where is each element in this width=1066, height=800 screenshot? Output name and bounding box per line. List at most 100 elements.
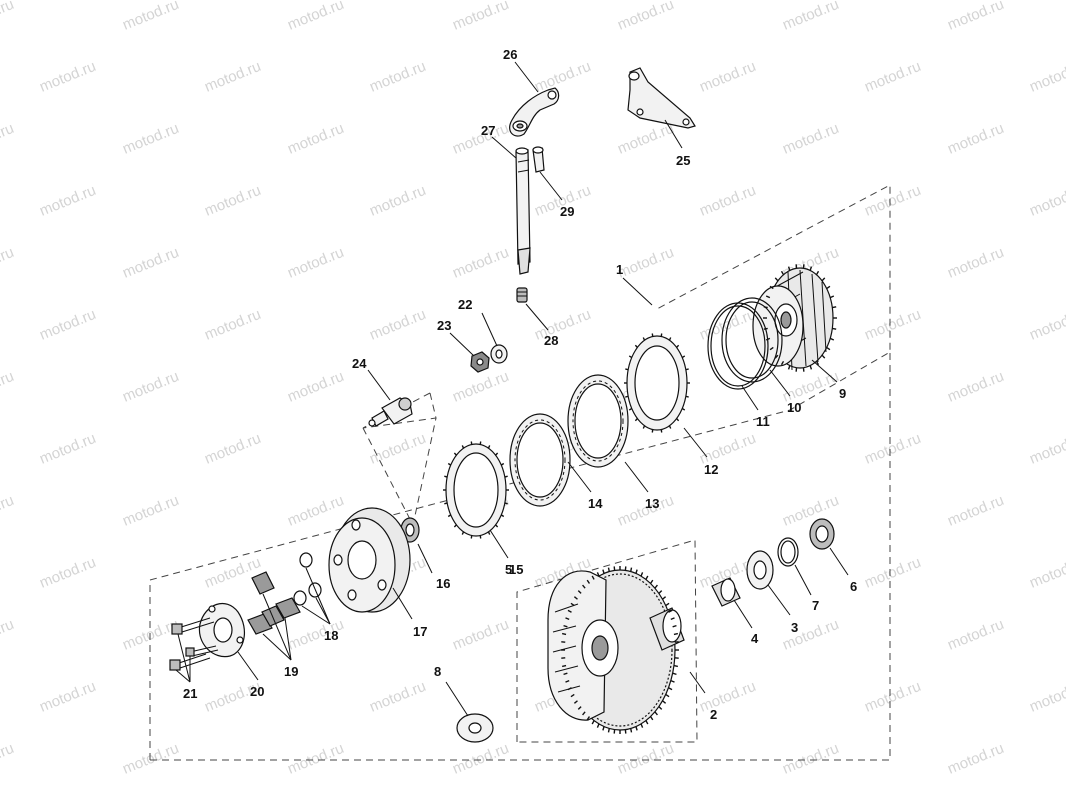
plate12-tabs-tooth	[634, 418, 638, 422]
watermark-text: motod.ru	[367, 58, 428, 96]
basket-gear-teeth-tooth	[654, 584, 658, 589]
plate12-tabs-tooth	[685, 395, 689, 398]
basket-gear-teeth-tooth	[570, 693, 575, 698]
callout-9: 9	[839, 386, 846, 401]
hub-spline-teeth-tooth	[821, 277, 826, 282]
thrust-washer	[746, 550, 774, 590]
watermark-text: motod.ru	[697, 678, 758, 716]
pressure-plate	[328, 507, 411, 613]
spring-ring	[721, 297, 783, 383]
large-washer	[456, 713, 494, 743]
plate15-tabs-tooth	[487, 445, 491, 449]
basket-gear-teeth-tooth	[645, 720, 649, 725]
watermark-text: motod.ru	[202, 306, 263, 344]
watermark-text: motod.ru	[202, 182, 263, 220]
callout-20: 20	[250, 684, 264, 699]
callout-17: 17	[413, 624, 427, 639]
basket-gear-teeth-tooth	[662, 596, 667, 600]
plate15-tabs-tooth	[504, 502, 508, 505]
basket-gear-teeth-tooth	[635, 726, 638, 731]
watermark-text: motod.ru	[285, 120, 346, 158]
plate12-tabs-tooth	[668, 337, 672, 341]
basket-gear-teeth-tooth	[582, 584, 586, 589]
hub-spline-teeth-tooth	[809, 266, 813, 271]
plate12-tabs-tooth	[628, 407, 633, 411]
callout-28: 28	[544, 333, 558, 348]
basket-gear-teeth-tooth	[565, 679, 570, 683]
plate12-tabs	[624, 333, 690, 433]
watermark-text: motod.ru	[532, 306, 593, 344]
hub-spline-teeth-tooth	[763, 327, 768, 330]
watermark-text: motod.ru	[862, 58, 923, 96]
watermark-text: motod.ru	[0, 0, 16, 34]
basket-gear-teeth-tooth	[582, 711, 586, 716]
plate15-tabs-tooth	[500, 462, 505, 466]
watermark-text: motod.ru	[780, 492, 841, 530]
plate12-tabs-tooth	[625, 368, 629, 371]
watermark-text: motod.ru	[120, 616, 181, 654]
watermark-text: motod.ru	[202, 430, 263, 468]
callout-1: 1	[616, 262, 623, 277]
watermark-text: motod.ru	[285, 740, 346, 778]
watermark-text: motod.ru	[202, 58, 263, 96]
watermark-text: motod.ru	[862, 554, 923, 592]
watermark-text: motod.ru	[0, 120, 16, 158]
callout-8: 8	[434, 664, 441, 679]
watermark-text: motod.ru	[0, 616, 16, 654]
callout-4: 4	[751, 631, 759, 646]
callout-11: 11	[756, 414, 770, 429]
plate15-tabs-tooth	[447, 514, 452, 518]
basket-gear-teeth-tooth	[570, 602, 575, 607]
watermark-text: motod.ru	[37, 430, 98, 468]
hub-spline-teeth-tooth	[769, 285, 774, 290]
basket-gear-teeth-tooth	[640, 723, 644, 728]
plate15-tabs-tooth	[453, 452, 457, 456]
plate15-tabs-tooth	[461, 445, 465, 449]
basket-gear-teeth-tooth	[654, 711, 658, 716]
basket-gear-teeth-tooth	[662, 700, 667, 704]
basket-gear-teeth-tooth	[670, 617, 675, 621]
watermark-text: motod.ru	[120, 120, 181, 158]
lever-bolt	[532, 146, 545, 173]
hub-spline-teeth-tooth	[829, 337, 835, 341]
watermark-text: motod.ru	[780, 120, 841, 158]
callout-25: 25	[676, 153, 690, 168]
watermark-text: motod.ru	[697, 58, 758, 96]
hub-spline-teeth-tooth	[763, 306, 768, 309]
hub-spline-teeth-tooth	[815, 360, 820, 366]
watermark-text: motod.ru	[780, 616, 841, 654]
oil-seal	[809, 518, 835, 550]
basket-gear-teeth-tooth	[672, 624, 677, 628]
hub-spline-teeth-tooth	[769, 346, 774, 351]
watermark-text: motod.ru	[945, 740, 1006, 778]
basket-gear-teeth-tooth	[649, 579, 654, 584]
plate12-tabs-tooth	[676, 344, 680, 348]
watermark-text: motod.ru	[945, 120, 1006, 158]
hub-spline-teeth-tooth	[832, 327, 837, 330]
watermark-text: motod.ru	[120, 740, 181, 778]
basket-gear-teeth-tooth	[561, 632, 567, 636]
hub-spline-teeth-tooth	[787, 266, 791, 271]
basket-gear-teeth-tooth	[577, 706, 582, 710]
basket-gear-teeth-tooth	[645, 575, 649, 580]
watermark-text: motod.ru	[120, 368, 181, 406]
watermark-text: motod.ru	[1027, 58, 1066, 96]
callout-15: 15	[509, 562, 523, 577]
pushrod-shaft	[515, 147, 531, 275]
callout-23: 23	[437, 318, 451, 333]
callout-24: 24	[352, 356, 367, 371]
bottom-outline	[150, 352, 891, 761]
basket-gear-teeth-tooth	[573, 596, 578, 600]
hub-spline-teeth-tooth	[774, 277, 779, 282]
retaining-ring	[707, 302, 769, 390]
basket-gear-teeth-tooth	[577, 590, 582, 594]
watermark-text: motod.ru	[1027, 678, 1066, 716]
basket-gear-teeth-tooth	[591, 575, 595, 580]
watermark-text: motod.ru	[862, 182, 923, 220]
basket-gear-teeth-tooth	[658, 706, 663, 710]
basket-gear-teeth-tooth	[573, 700, 578, 704]
plate15-tabs-tooth	[444, 475, 448, 478]
callout-14: 14	[588, 496, 603, 511]
basket-gear-teeth-tooth	[596, 723, 600, 728]
